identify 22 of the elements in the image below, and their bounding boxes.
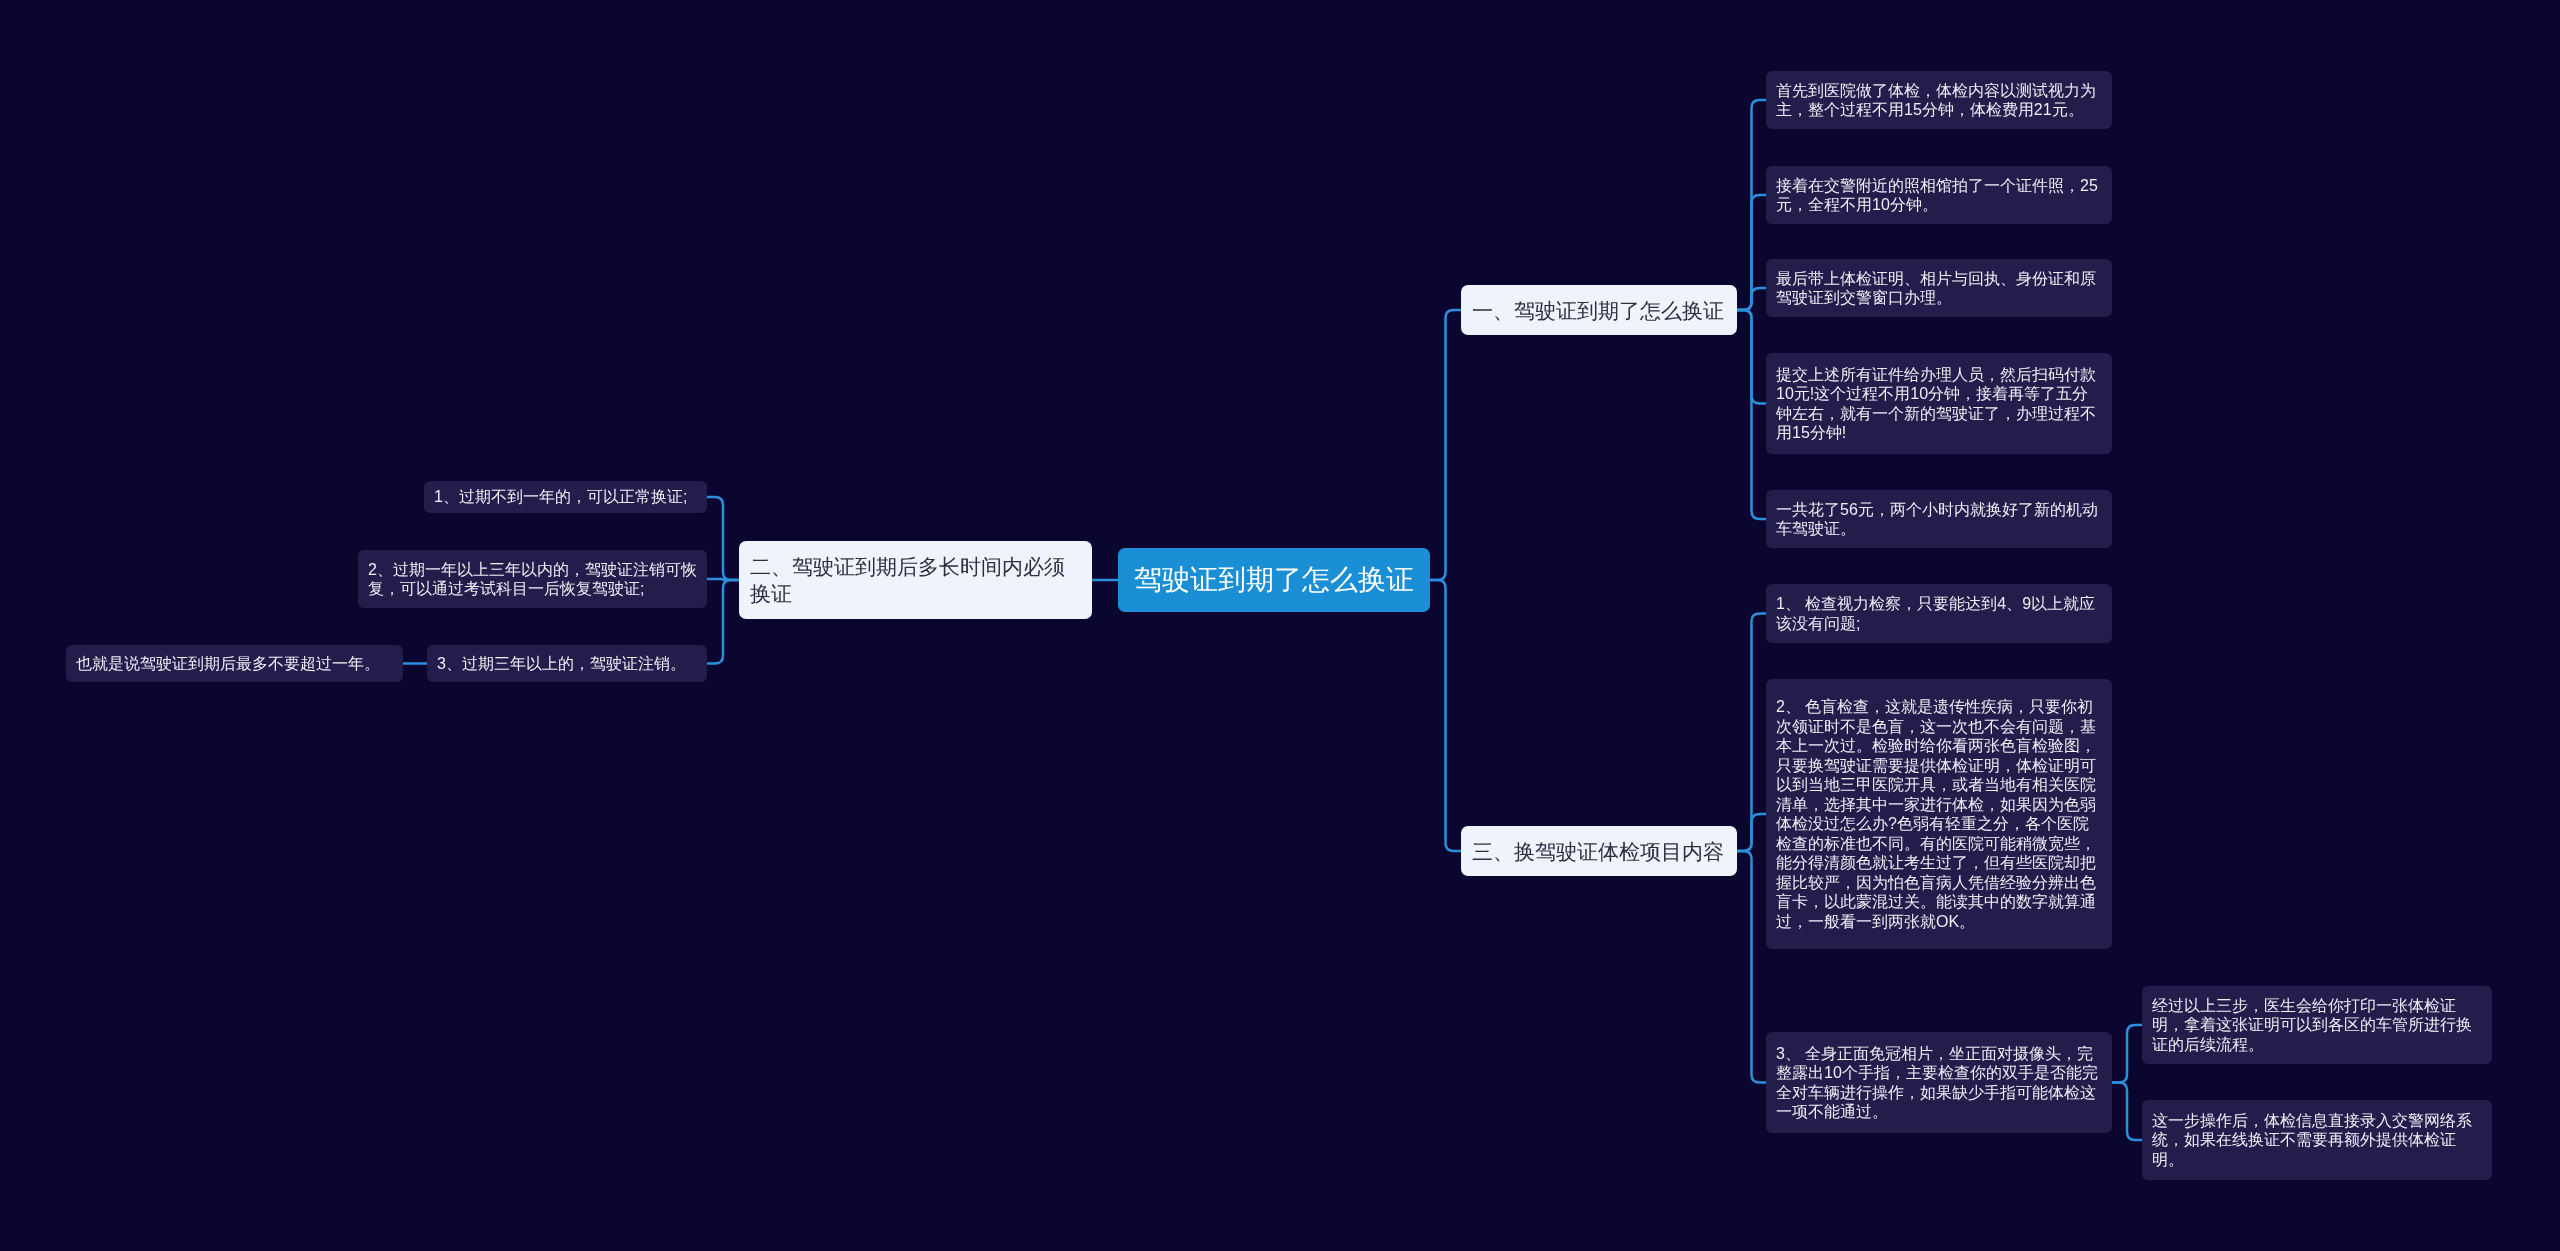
note-box: 这一步操作后，体检信息直接录入交警网络系统，如果在线换证不需要再额外提供体检证明。 [2142, 1100, 2492, 1180]
topic-box: 一、驾驶证到期了怎么换证 [1461, 285, 1737, 335]
note-box: 2、 色盲检查，这就是遗传性疾病，只要你初次领证时不是色盲，这一次也不会有问题，基本上一次过。检验时给你看两张色盲检验图，只要换驾驶证需要提供体检证明，体检证明可以到当地三甲医院开具，或者当地有相关医院清单，选择其中一家进行体检，如果因为色弱体检没过怎么办?色弱有轻重之分，各个医院检查的标准也不同。有的医院可能稍微宽些，能分得清颜色就让考生过了，但有些医院却把握比较严，因为怕色盲病人凭借经验分辨出色盲卡，以此蒙混过关。能读其中的数字就算通过，一般看一到两张就OK。 [1766, 679, 2112, 949]
note-box: 3、过期三年以上的，驾驶证注销。 [427, 645, 707, 682]
central-topic-box: 驾驶证到期了怎么换证 [1118, 548, 1430, 612]
branch-line [1430, 578, 1461, 853]
note-box: 接着在交警附近的照相馆拍了一个证件照，25元，全程不用10分钟。 [1766, 166, 2112, 224]
note-box: 经过以上三步，医生会给你打印一张体检证明，拿着这张证明可以到各区的车管所进行换证的后续流程。 [2142, 986, 2492, 1064]
note-box: 2、过期一年以上三年以内的，驾驶证注销可恢复，可以通过考试科目一后恢复驾驶证; [358, 550, 707, 608]
branch-line [1092, 578, 1118, 582]
note-box: 1、过期不到一年的，可以正常换证; [424, 481, 707, 513]
topic-box: 三、换驾驶证体检项目内容 [1461, 826, 1737, 876]
note-box: 1、 检查视力检察，只要能达到4、9以上就应该没有问题; [1766, 584, 2112, 643]
note-box: 3、 全身正面免冠相片，坐正面对摄像头，完整露出10个手指，主要检查你的双手是否能完全对车辆进行操作，如果缺少手指可能体检这一项不能通过。 [1766, 1032, 2112, 1133]
branch-line [403, 662, 427, 665]
branch-line [707, 578, 739, 665]
note-box: 也就是说驾驶证到期后最多不要超过一年。 [66, 645, 403, 682]
topic-box: 二、驾驶证到期后多长时间内必须换证 [739, 541, 1092, 619]
note-box: 提交上述所有证件给办理人员，然后扫码付款10元!这个过程不用10分钟，接着再等了五分钟左右，就有一个新的驾驶证了，办理过程不用15分钟! [1766, 353, 2112, 454]
note-box: 一共花了56元，两个小时内就换好了新的机动车驾驶证。 [1766, 490, 2112, 548]
note-box: 首先到医院做了体检，体检内容以测试视力为主，整个过程不用15分钟，体检费用21元。 [1766, 71, 2112, 129]
note-box: 最后带上体检证明、相片与回执、身份证和原驾驶证到交警窗口办理。 [1766, 259, 2112, 317]
